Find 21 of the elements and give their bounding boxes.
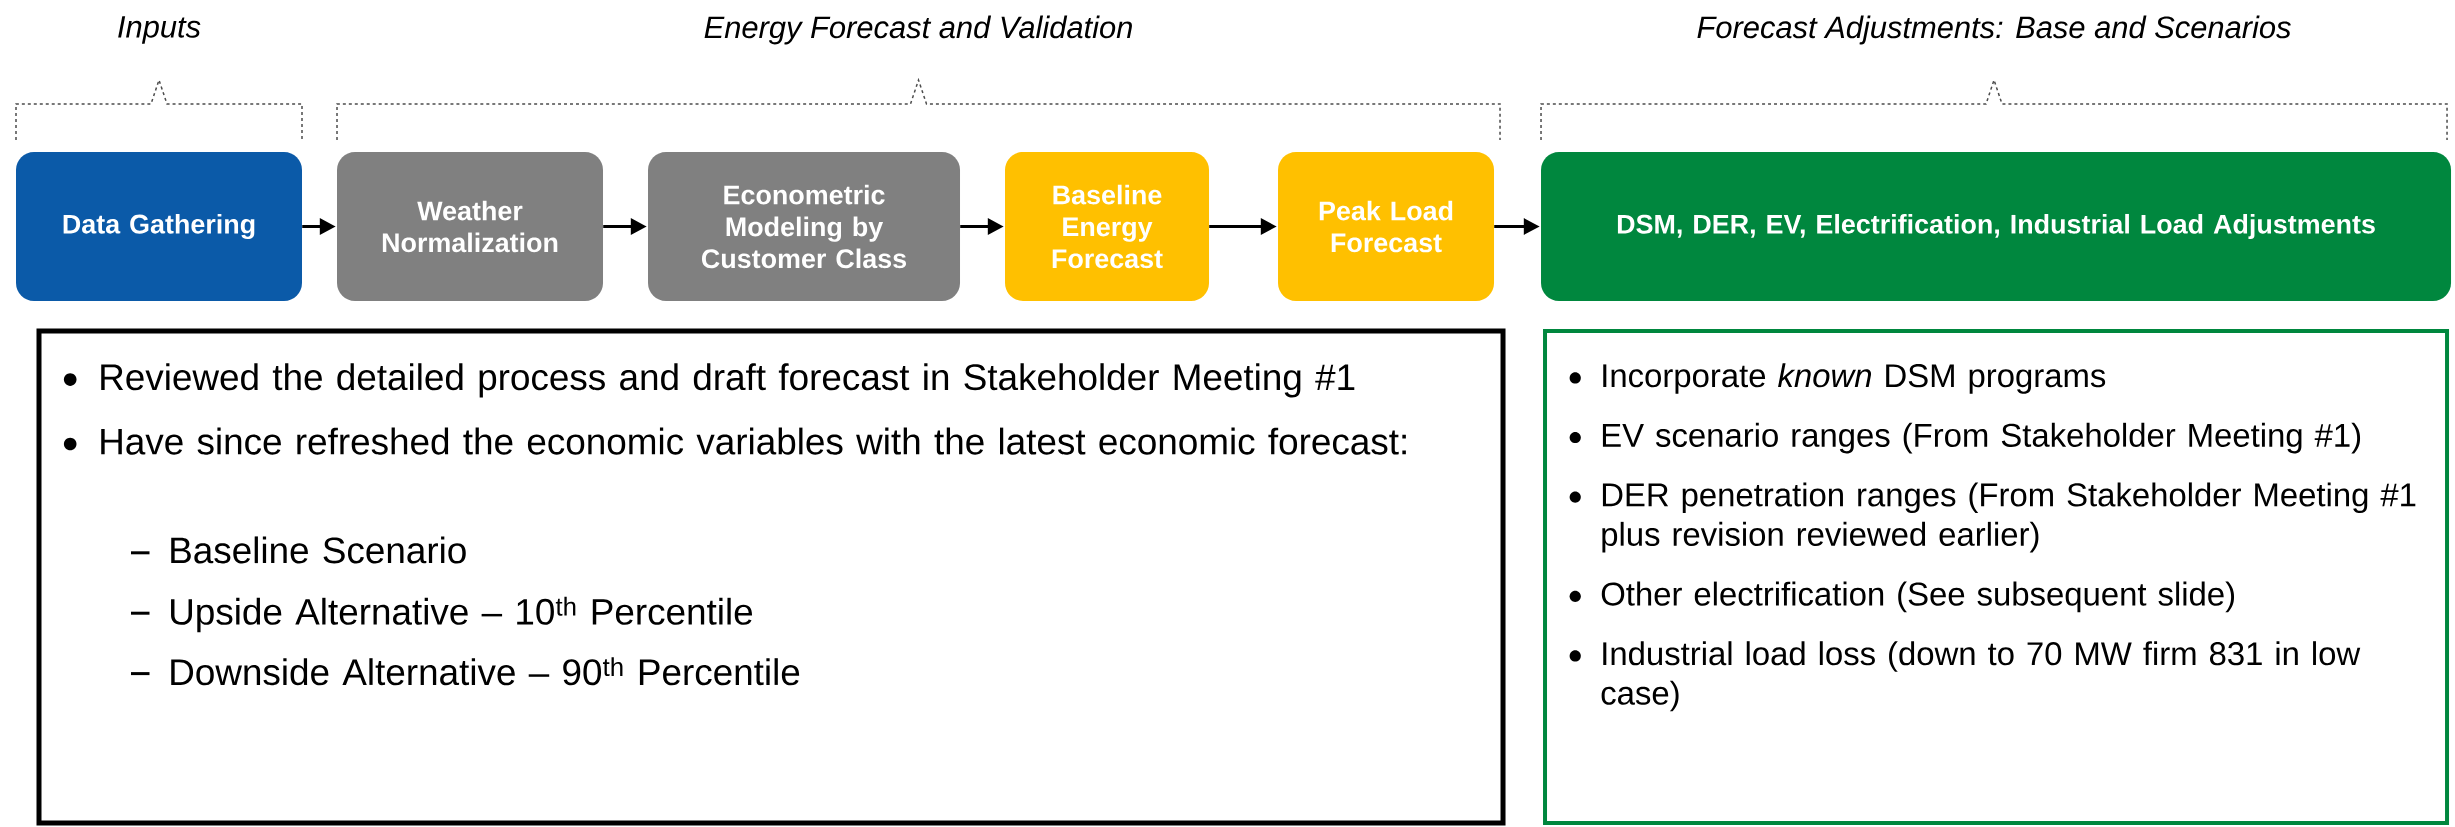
section-heading: Energy Forecast and Validation xyxy=(704,15,1132,45)
bullet-item: Have since refreshed the economic variables with the latest economic forecast: xyxy=(101,427,1406,455)
bullet-item: Baseline Scenario xyxy=(171,536,466,564)
process-box: Weather Normalization xyxy=(337,152,603,301)
text-panel xyxy=(1543,329,2450,825)
bullet-item: Reviewed the detailed process and draft forecast in Stakeholder Meeting #1 xyxy=(101,363,1355,398)
bullet-item: EV scenario ranges (From Stakeholder Meeting #1) xyxy=(1602,422,2361,454)
process-box: Peak Load Forecast xyxy=(1278,152,1494,301)
text-panel xyxy=(36,328,1506,826)
process-box: Econometric Modeling by Customer Class xyxy=(648,152,960,301)
bullet-item: Incorporate known DSM programs xyxy=(1603,363,2106,394)
bullet-item: Downside Alternative – 90$^{th}$ Percentile xyxy=(171,657,800,686)
section-heading: Inputs xyxy=(118,16,201,44)
bullet-item: Other electrification (See subsequent slide) xyxy=(1601,581,2234,613)
bullet-item: DER penetration ranges (From Stakeholder Meeting #1 plus revision reviewed earlier) xyxy=(1602,482,2416,553)
section-heading: Forecast Adjustments: Base and Scenarios xyxy=(1697,15,2291,45)
process-box: DSM, DER, EV, Electrification, Industrial Load Adjustments xyxy=(1541,152,2452,301)
bullet-item: Upside Alternative – 10$^{th}$ Percentile xyxy=(171,596,752,633)
process-box: Data Gathering xyxy=(16,152,302,301)
bullet-item: Industrial load loss (down to 70 MW firm 831 in low case) xyxy=(1601,641,2361,712)
process-box: Baseline Energy Forecast xyxy=(1005,152,1209,301)
